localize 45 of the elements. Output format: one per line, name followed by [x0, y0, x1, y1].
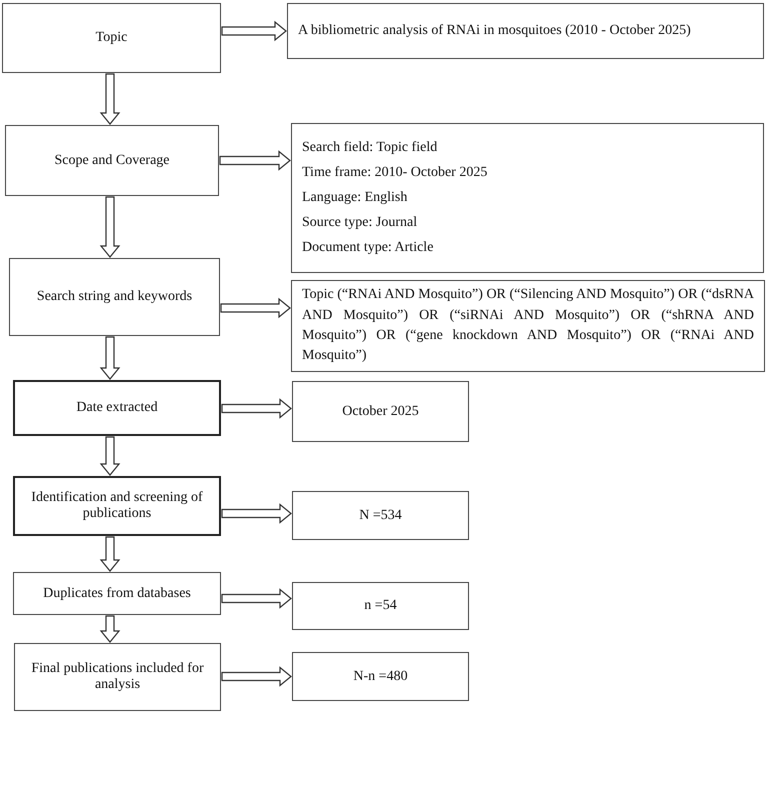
step-box [13, 476, 221, 536]
box-text: Final publications included for analysis [30, 661, 205, 693]
hollow-arrow [100, 536, 120, 572]
result-box [292, 381, 469, 442]
box-text: n =54 [364, 598, 397, 614]
box-text: Search string and keywords [36, 289, 192, 305]
box-text: Search field: Topic field [302, 140, 438, 156]
box-text: N =534 [359, 508, 402, 524]
step-box [9, 258, 220, 336]
box-text: October 2025 [342, 404, 419, 420]
box-text: Scope and Coverage [54, 152, 170, 168]
hollow-arrow [100, 336, 120, 380]
hollow-arrow [221, 398, 292, 419]
box-text: Topic (“RNAi AND Mosquito”) OR (“Silencing AND Mosquito”) OR (“dsRNA AND Mosquito”) OR (“siRNAi AND Mosquito”) OR (“shRNA AND Mosquito”) OR (“gene knockdown AND Mosquito”) OR (“RNAi AND Mosquito”) [302, 286, 754, 366]
hollow-arrow [100, 196, 120, 258]
box-text: Identification and screening of publications [30, 490, 204, 522]
box-text: Source type: Journal [302, 215, 418, 231]
box-text: A bibliometric analysis of RNAi in mosquitoes (2010 - October 2025) [298, 23, 691, 39]
hollow-arrow [219, 150, 291, 171]
step-box [13, 572, 221, 615]
hollow-arrow [221, 503, 292, 524]
box-text: Document type: Article [302, 240, 434, 256]
hollow-arrow [221, 588, 292, 609]
hollow-arrow [221, 20, 287, 42]
result-box [292, 491, 469, 540]
result-box [291, 123, 764, 273]
step-box [13, 380, 221, 436]
result-box [292, 652, 469, 701]
result-box [287, 3, 764, 59]
box-text: N-n =480 [353, 668, 408, 684]
hollow-arrow [100, 436, 120, 476]
step-box [2, 3, 221, 73]
box-text: Date extracted [76, 400, 158, 416]
hollow-arrow [100, 73, 120, 125]
result-box [291, 280, 765, 372]
box-text: Time frame: 2010- October 2025 [302, 165, 488, 181]
box-text: Topic [96, 30, 128, 46]
hollow-arrow [100, 615, 120, 643]
hollow-arrow [221, 666, 292, 687]
hollow-arrow [220, 298, 291, 318]
box-text: Duplicates from databases [43, 586, 191, 602]
step-box [5, 125, 219, 196]
step-box [14, 643, 221, 711]
result-box [292, 582, 469, 630]
box-text: Language: English [302, 190, 408, 206]
